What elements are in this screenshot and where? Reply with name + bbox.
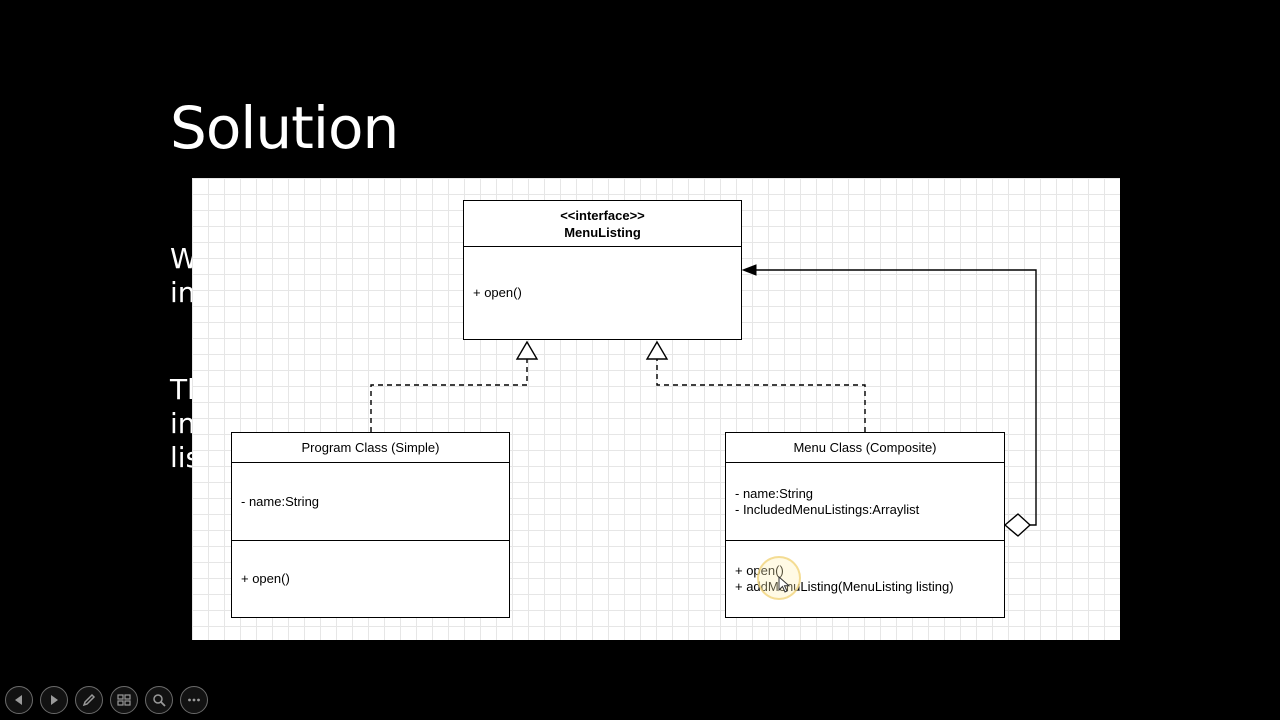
connector-layer bbox=[370, 264, 1037, 537]
menu-class-attributes: - name:String - IncludedMenuListings:Arr… bbox=[726, 463, 1004, 541]
more-options-button[interactable] bbox=[180, 686, 208, 714]
program-class-attribute: - name:String bbox=[241, 493, 320, 509]
pen-icon bbox=[82, 693, 96, 707]
mouse-cursor-icon bbox=[778, 576, 791, 593]
realization-menu-to-interface bbox=[656, 359, 866, 432]
uml-diagram: <<interface>> MenuListing + open() Progr… bbox=[192, 178, 1120, 640]
menu-class-name: Menu Class (Composite) bbox=[793, 440, 937, 455]
interface-method: + open() bbox=[473, 284, 522, 300]
program-class-header: Program Class (Simple) bbox=[232, 433, 509, 463]
program-class-methods: + open() bbox=[232, 541, 509, 616]
interface-methods: + open() bbox=[464, 247, 741, 338]
next-slide-icon bbox=[51, 695, 58, 705]
background-text-line: in bbox=[170, 276, 196, 309]
menu-class-attribute: - IncludedMenuListings:Arraylist bbox=[735, 501, 920, 517]
zoom-icon bbox=[153, 694, 166, 707]
interface-menulisting: <<interface>> MenuListing + open() bbox=[463, 200, 742, 340]
menu-class-header: Menu Class (Composite) bbox=[726, 433, 1004, 463]
pen-tool-button[interactable] bbox=[75, 686, 103, 714]
presenter-toolbar bbox=[5, 686, 208, 714]
realization-program-to-interface bbox=[370, 359, 528, 432]
program-class-method: + open() bbox=[241, 570, 290, 586]
realization-arrowhead-right bbox=[645, 340, 669, 360]
slide-title: Solution bbox=[170, 94, 399, 162]
see-all-slides-button[interactable] bbox=[110, 686, 138, 714]
background-text-line: in bbox=[170, 407, 196, 440]
program-class: Program Class (Simple) - name:String + o… bbox=[231, 432, 510, 618]
previous-slide-icon bbox=[15, 695, 22, 705]
slides-grid-icon bbox=[117, 694, 131, 706]
interface-name: MenuListing bbox=[564, 224, 641, 240]
realization-arrowhead-left bbox=[515, 340, 539, 360]
next-slide-button[interactable] bbox=[40, 686, 68, 714]
interface-stereotype: <<interface>> bbox=[560, 207, 645, 223]
aggregation-line bbox=[756, 269, 1037, 526]
previous-slide-button[interactable] bbox=[5, 686, 33, 714]
menu-class-attribute: - name:String bbox=[735, 485, 814, 501]
zoom-button[interactable] bbox=[145, 686, 173, 714]
aggregation-arrowhead bbox=[741, 264, 757, 276]
program-class-name: Program Class (Simple) bbox=[301, 440, 440, 455]
interface-header: <<interface>> MenuListing bbox=[464, 201, 741, 247]
more-options-icon bbox=[188, 698, 200, 702]
aggregation-diamond bbox=[1003, 513, 1032, 537]
program-class-attributes: - name:String bbox=[232, 463, 509, 541]
